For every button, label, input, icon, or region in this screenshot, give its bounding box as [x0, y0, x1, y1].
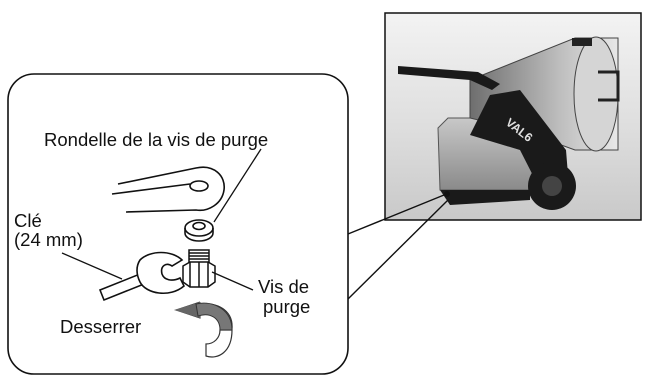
- wrench-label: Clé: [14, 210, 42, 231]
- callout-line-lower: [347, 199, 449, 300]
- screw-label-2: purge: [263, 296, 311, 317]
- loosen-arrow-icon: [174, 301, 233, 358]
- tank-bracket: [111, 166, 225, 213]
- washer: [184, 219, 214, 242]
- wrench-size-label: (24 mm): [14, 229, 83, 250]
- heater-photo: VAL6: [384, 12, 642, 221]
- bleed-screw: [182, 249, 216, 288]
- callout-line-upper: [347, 194, 445, 235]
- detail-frame: [7, 73, 349, 375]
- loosen-label: Desserrer: [60, 316, 142, 337]
- wrench: [98, 251, 185, 302]
- leader-lines: [61, 148, 262, 291]
- screw-label: Vis de: [258, 276, 310, 297]
- washer-label: Rondelle de la vis de purge: [44, 129, 269, 150]
